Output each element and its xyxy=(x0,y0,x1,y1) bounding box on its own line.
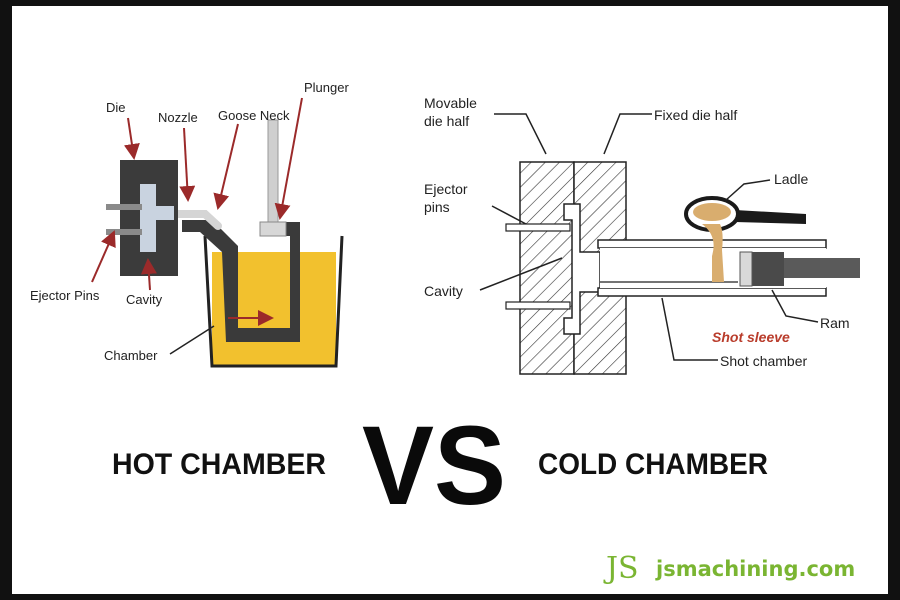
goose-neck-leader xyxy=(213,123,239,210)
ladle-handle xyxy=(735,210,806,224)
cold-cavity xyxy=(563,203,601,335)
shot-chamber-leader xyxy=(661,297,718,361)
plunger-label: Plunger xyxy=(304,80,349,95)
plunger-leader xyxy=(274,97,303,220)
ejector-pins-label: Ejector Pins xyxy=(30,288,100,303)
brand-site: jsmachining.com xyxy=(655,557,855,581)
brand-watermark: JS jsmachining.com xyxy=(603,551,855,586)
chamber-leader xyxy=(169,325,215,355)
cold-chamber-diagram: Movable die half Fixed die half Ejector … xyxy=(424,95,860,375)
shot-sleeve-top xyxy=(597,239,827,249)
ladle-leader xyxy=(725,179,771,201)
hot-chamber-diagram: Die Nozzle Goose Neck Plunger Ejector Pi… xyxy=(30,80,349,368)
nozzle-label: Nozzle xyxy=(158,110,198,125)
movable-die-half-label-line2: die half xyxy=(424,113,469,129)
hot-chamber-title: HOT CHAMBER xyxy=(112,448,326,481)
movable-die-leader xyxy=(494,113,547,155)
ladle-metal xyxy=(693,203,731,221)
ejector-pins-leader xyxy=(491,205,527,225)
vs-text: VS xyxy=(362,403,506,528)
ejector-pins-leader xyxy=(91,230,116,283)
shot-chamber-label: Shot chamber xyxy=(720,353,807,369)
nozzle-leader xyxy=(179,127,196,202)
shot-sleeve-bottom xyxy=(597,287,827,297)
die-leader xyxy=(124,117,140,160)
ram-leader xyxy=(771,289,819,323)
fixed-die-half-label: Fixed die half xyxy=(654,107,737,123)
movable-die-half-label-line1: Movable xyxy=(424,95,477,111)
chamber-label: Chamber xyxy=(104,348,158,363)
metal-pour xyxy=(702,224,724,282)
ejector-pin xyxy=(505,223,571,232)
ejector-pin xyxy=(505,301,571,310)
ladle-label: Ladle xyxy=(774,171,808,187)
die-label: Die xyxy=(106,100,126,115)
goose-neck-label: Goose Neck xyxy=(218,108,290,123)
fixed-die-leader xyxy=(603,113,652,155)
ram-front xyxy=(739,251,753,287)
die-cavity xyxy=(140,184,156,252)
ejector-pins-label-line2: pins xyxy=(424,199,450,215)
ram-rod xyxy=(784,258,860,278)
cavity-label: Cavity xyxy=(126,292,163,307)
cavity-leader xyxy=(140,258,157,291)
plunger-rod xyxy=(267,119,279,229)
ejector-pins-label-line1: Ejector xyxy=(424,181,468,197)
plunger-head xyxy=(259,221,287,237)
js-logo: JS xyxy=(603,551,639,586)
ejector-pin xyxy=(106,204,142,210)
movable-die-half xyxy=(519,161,575,375)
nozzle-tube xyxy=(166,210,222,230)
shot-sleeve-label: Shot sleeve xyxy=(712,329,790,345)
cold-cavity-label: Cavity xyxy=(424,283,463,299)
gooseneck-body xyxy=(182,220,300,342)
cold-chamber-title: COLD CHAMBER xyxy=(538,448,768,481)
ram-label: Ram xyxy=(820,315,850,331)
ejector-pin xyxy=(106,229,142,235)
crucible xyxy=(203,235,344,368)
die-cavity-inlet xyxy=(150,206,174,220)
cold-cavity-leader xyxy=(479,257,563,291)
